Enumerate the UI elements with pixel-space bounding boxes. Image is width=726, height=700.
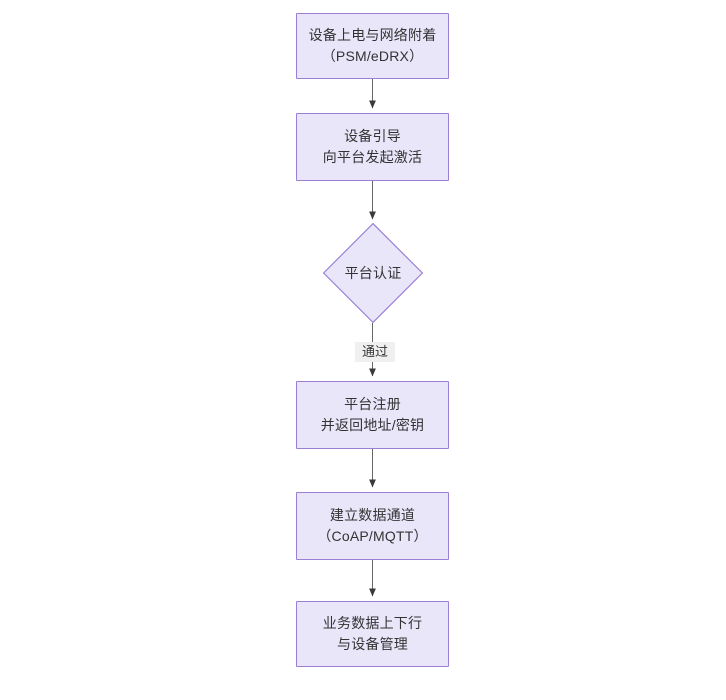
flow-node-label: 业务数据上下行 与设备管理 [322,615,423,652]
flow-node-platform-auth-decision[interactable]: 平台认证 [323,223,423,323]
diamond-shape-icon [323,223,423,323]
flow-node-label: 设备引导 向平台发起激活 [322,128,423,165]
flow-node-label: 建立数据通道 （CoAP/MQTT） [317,507,428,544]
flow-node-device-bootstrap[interactable]: 设备引导 向平台发起激活 [296,113,449,181]
edge-label-pass: 通过 [355,342,395,362]
flow-node-platform-register[interactable]: 平台注册 并返回地址/密钥 [296,381,449,449]
flow-node-label: 平台认证 [344,264,402,281]
flow-node-establish-data-channel[interactable]: 建立数据通道 （CoAP/MQTT） [296,492,449,560]
flow-node-label: 平台注册 并返回地址/密钥 [320,396,425,433]
flow-node-label: 设备上电与网络附着 （PSM/eDRX） [308,27,437,64]
flow-node-service-data-and-management[interactable]: 业务数据上下行 与设备管理 [296,601,449,667]
flow-node-device-power-on[interactable]: 设备上电与网络附着 （PSM/eDRX） [296,13,449,79]
